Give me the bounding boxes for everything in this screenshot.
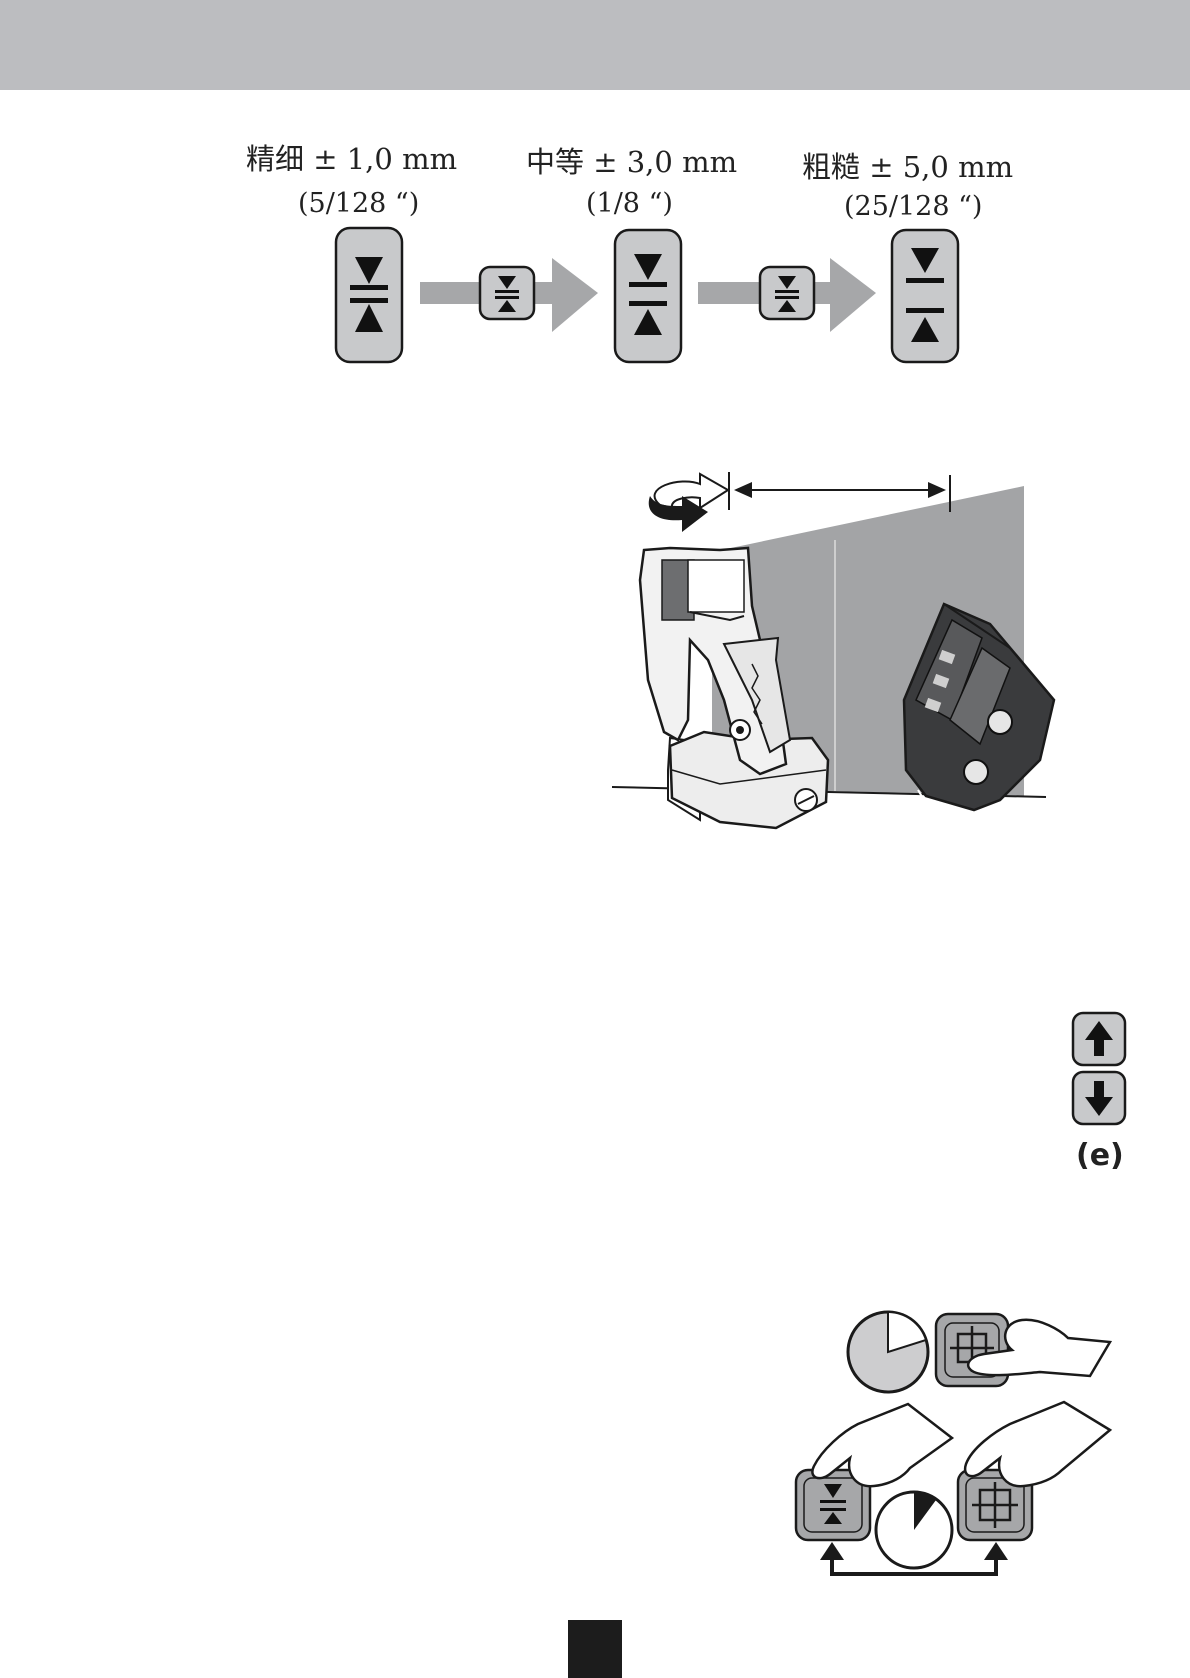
- timer-icon: [876, 1492, 952, 1568]
- button-press-sequence-diagram: [0, 0, 1190, 1600]
- timer-icon: [848, 1312, 928, 1392]
- page-number-block: [568, 1620, 622, 1678]
